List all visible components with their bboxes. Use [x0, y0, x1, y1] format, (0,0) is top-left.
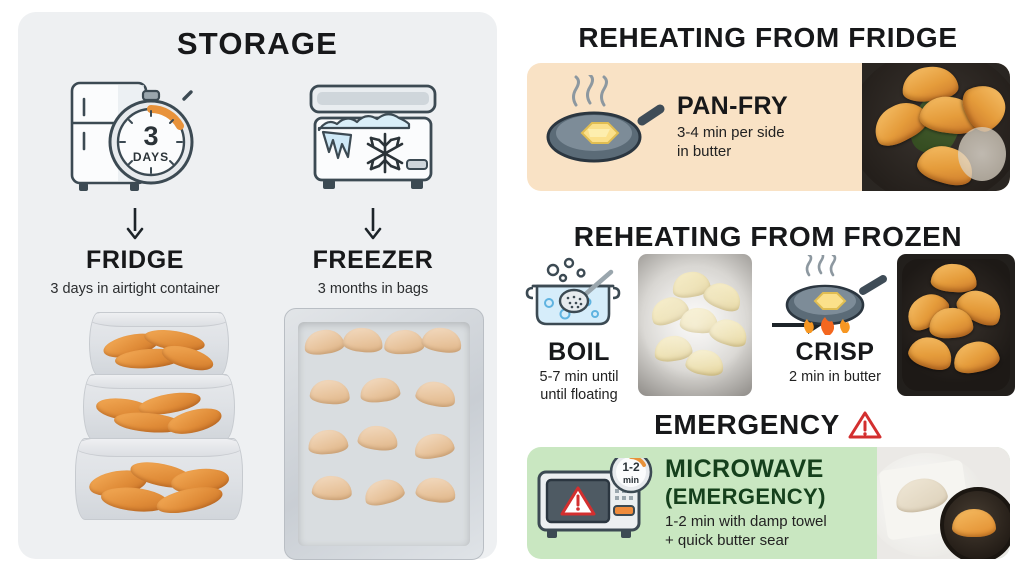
microwave-detail-line1: 1-2 min with damp towel: [665, 513, 827, 531]
storage-panel: STORAGE: [18, 12, 497, 560]
step-crisp-detail-line1: 2 min in butter: [789, 369, 881, 385]
storage-column-freezer: FREEZER 3 months in bags: [268, 74, 478, 298]
microwave-emergency-card: 1-2 min MICROWAVE (EMERGENCY) 1-2 min wi…: [527, 447, 1010, 559]
crisped-pierogi-pan-photo: [897, 254, 1015, 396]
microwave-heading-line2: (EMERGENCY): [665, 484, 826, 510]
arrow-down-icon-freezer: [268, 206, 478, 240]
section-title-emergency: EMERGENCY: [512, 409, 1024, 441]
emergency-title-text: EMERGENCY: [654, 409, 840, 440]
section-title-reheating-frozen: REHEATING FROM FROZEN: [573, 221, 963, 252]
chest-freezer-icon: [268, 74, 478, 202]
step-boil-detail-line2: until floating: [540, 386, 618, 403]
boiling-pot-icon: [520, 256, 638, 338]
step-boil-heading: BOIL: [548, 338, 610, 366]
fridge-badge-number: 3: [143, 121, 158, 151]
microwave-timer-line1: 1-2: [622, 460, 640, 474]
microwave-heading-line1: MICROWAVE: [665, 455, 824, 484]
storage-detail-fridge: 3 days in airtight container: [50, 281, 220, 297]
frying-pan-flame-icon: [774, 255, 896, 338]
microwave-detail-line2: + quick butter sear: [665, 532, 789, 549]
freezer-tray-of-pierogi-photo: [284, 308, 484, 560]
storage-detail-freezer: 3 months in bags: [317, 281, 429, 297]
storage-label-fridge: FRIDGE: [85, 246, 185, 274]
pan-fry-detail-line2: in butter: [677, 143, 732, 160]
pan-fry-detail-line1: 3-4 min per side: [677, 124, 785, 142]
arrow-down-icon-fridge: [30, 206, 240, 240]
step-crisp: CRISP 2 min in butter: [774, 255, 896, 387]
microwave-timer-line2: min: [623, 475, 639, 485]
warning-triangle-icon: [848, 410, 882, 440]
step-boil: BOIL 5-7 min until until floating: [520, 256, 638, 404]
storage-title: STORAGE: [176, 26, 339, 61]
frying-pan-butter-icon: [527, 75, 677, 179]
pan-fry-card: PAN-FRY 3-4 min per side in butter: [527, 63, 1010, 191]
boiling-pierogi-pot-photo: [638, 254, 752, 396]
stacked-airtight-containers-photo: [64, 312, 254, 564]
pan-fried-pierogi-skillet-photo: [862, 63, 1010, 191]
microwave-warning-icon: 1-2 min: [527, 458, 665, 548]
step-crisp-heading: CRISP: [795, 338, 875, 366]
section-title-reheating-fridge: REHEATING FROM FRIDGE: [578, 22, 958, 53]
pan-fry-text: PAN-FRY 3-4 min per side in butter: [677, 92, 862, 162]
fridge-timer-icon: 3 DAYS: [30, 74, 240, 202]
storage-column-fridge: 3 DAYS FRIDGE 3 days in airtight contain…: [30, 74, 240, 298]
step-boil-detail-line1: 5-7 min until: [539, 369, 619, 385]
microwaved-pierogi-photo: [877, 447, 1010, 559]
microwave-text: MICROWAVE (EMERGENCY) 1-2 min with damp …: [665, 455, 877, 551]
storage-label-freezer: FREEZER: [312, 246, 434, 274]
fridge-badge-unit: DAYS: [133, 150, 169, 164]
frozen-steps-row: BOIL 5-7 min until until floating: [512, 254, 1024, 403]
pan-fry-heading: PAN-FRY: [677, 92, 789, 121]
